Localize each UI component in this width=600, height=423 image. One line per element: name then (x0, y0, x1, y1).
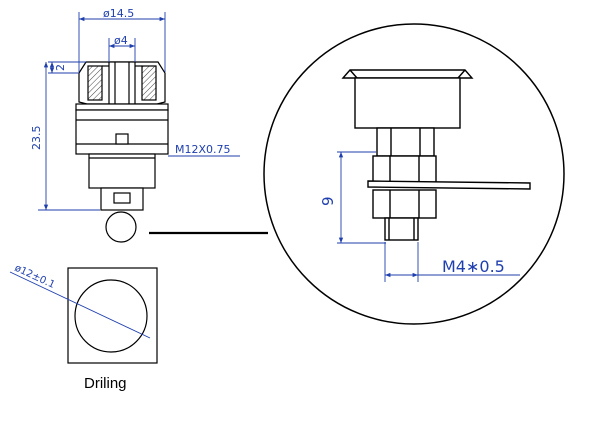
overall-height-label: 23.5 (30, 126, 43, 151)
inner-diameter-label: ø4 (114, 34, 128, 47)
upper-nut (376, 127, 435, 157)
drill-hole (74, 279, 148, 353)
detail-height-label: 9 (319, 196, 337, 206)
lower-nut (372, 189, 437, 219)
drilling-view (9, 267, 158, 364)
detail-view: 9 M4∗0.5 (263, 23, 565, 325)
middle-nut (372, 155, 437, 185)
side-dimensions (38, 12, 240, 211)
hex-nut (88, 153, 156, 189)
drill-dimension-line (9, 271, 151, 339)
flange-height-label: 2 (54, 64, 67, 71)
side-view (75, 61, 169, 243)
threaded-body (75, 109, 169, 155)
thread-spec-label: M12X0.75 (175, 143, 231, 156)
stud-end (384, 217, 419, 241)
terminal-plate (367, 180, 531, 190)
inner-bore (108, 61, 136, 105)
drilling-caption: Driling (84, 375, 127, 392)
contact-ball (105, 211, 137, 243)
housing-top (341, 69, 474, 79)
collar (75, 103, 169, 111)
outer-diameter-label: ø14.5 (103, 7, 134, 20)
detail-thread-label: M4∗0.5 (442, 257, 505, 276)
housing-body (354, 77, 461, 129)
cap-hatch-right (141, 65, 157, 101)
cap-hatch-left (87, 65, 103, 101)
